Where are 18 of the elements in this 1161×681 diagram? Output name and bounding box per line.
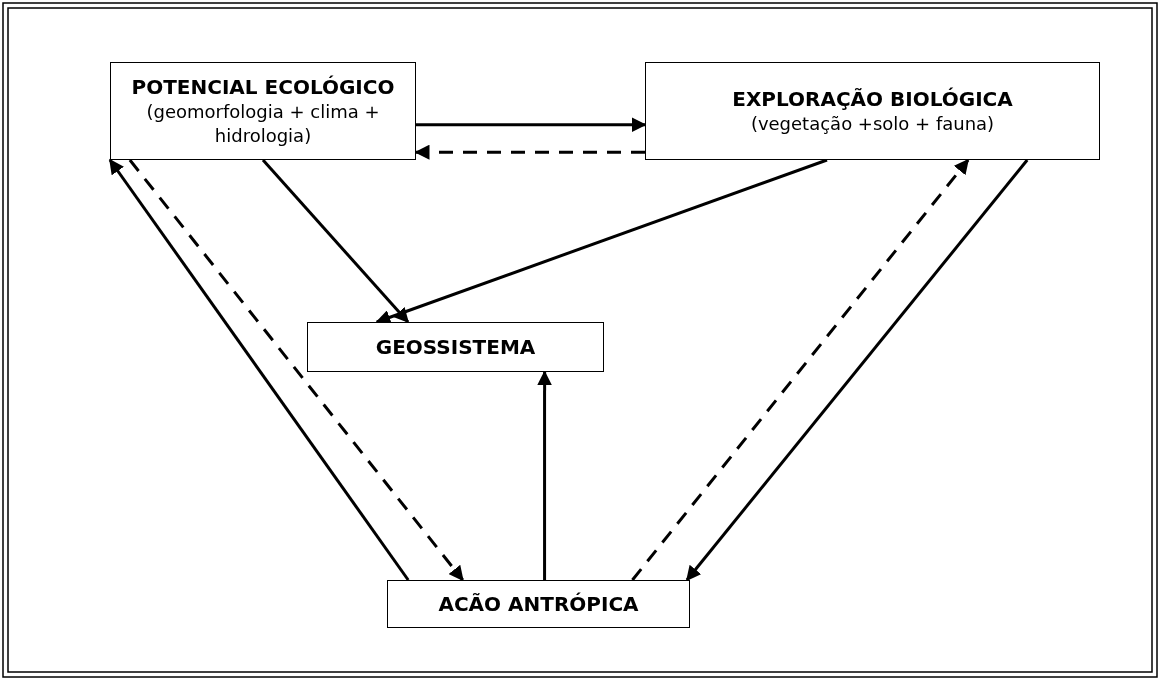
arrow bbox=[631, 158, 970, 581]
box-subtitle: (geomorfologia + clima + hidrologia) bbox=[145, 100, 381, 148]
concept-box bbox=[645, 62, 1100, 160]
box-title: EXPLORAÇÃO BIOLÓGICA bbox=[732, 86, 1013, 112]
arrow bbox=[261, 159, 410, 324]
arrow bbox=[537, 370, 553, 580]
arrow bbox=[416, 117, 647, 133]
arrow bbox=[685, 159, 1029, 582]
concept-box bbox=[387, 580, 690, 628]
box-title: ACÃO ANTRÓPICA bbox=[438, 591, 639, 617]
concept-box bbox=[307, 322, 604, 372]
arrow bbox=[128, 159, 464, 582]
concept-box bbox=[110, 62, 416, 160]
box-subtitle: (vegetação +solo + fauna) bbox=[750, 112, 995, 136]
arrow bbox=[414, 144, 645, 160]
box-title: GEOSSISTEMA bbox=[375, 334, 536, 360]
arrow bbox=[108, 158, 410, 581]
box-title: POTENCIAL ECOLÓGICO bbox=[131, 74, 395, 100]
